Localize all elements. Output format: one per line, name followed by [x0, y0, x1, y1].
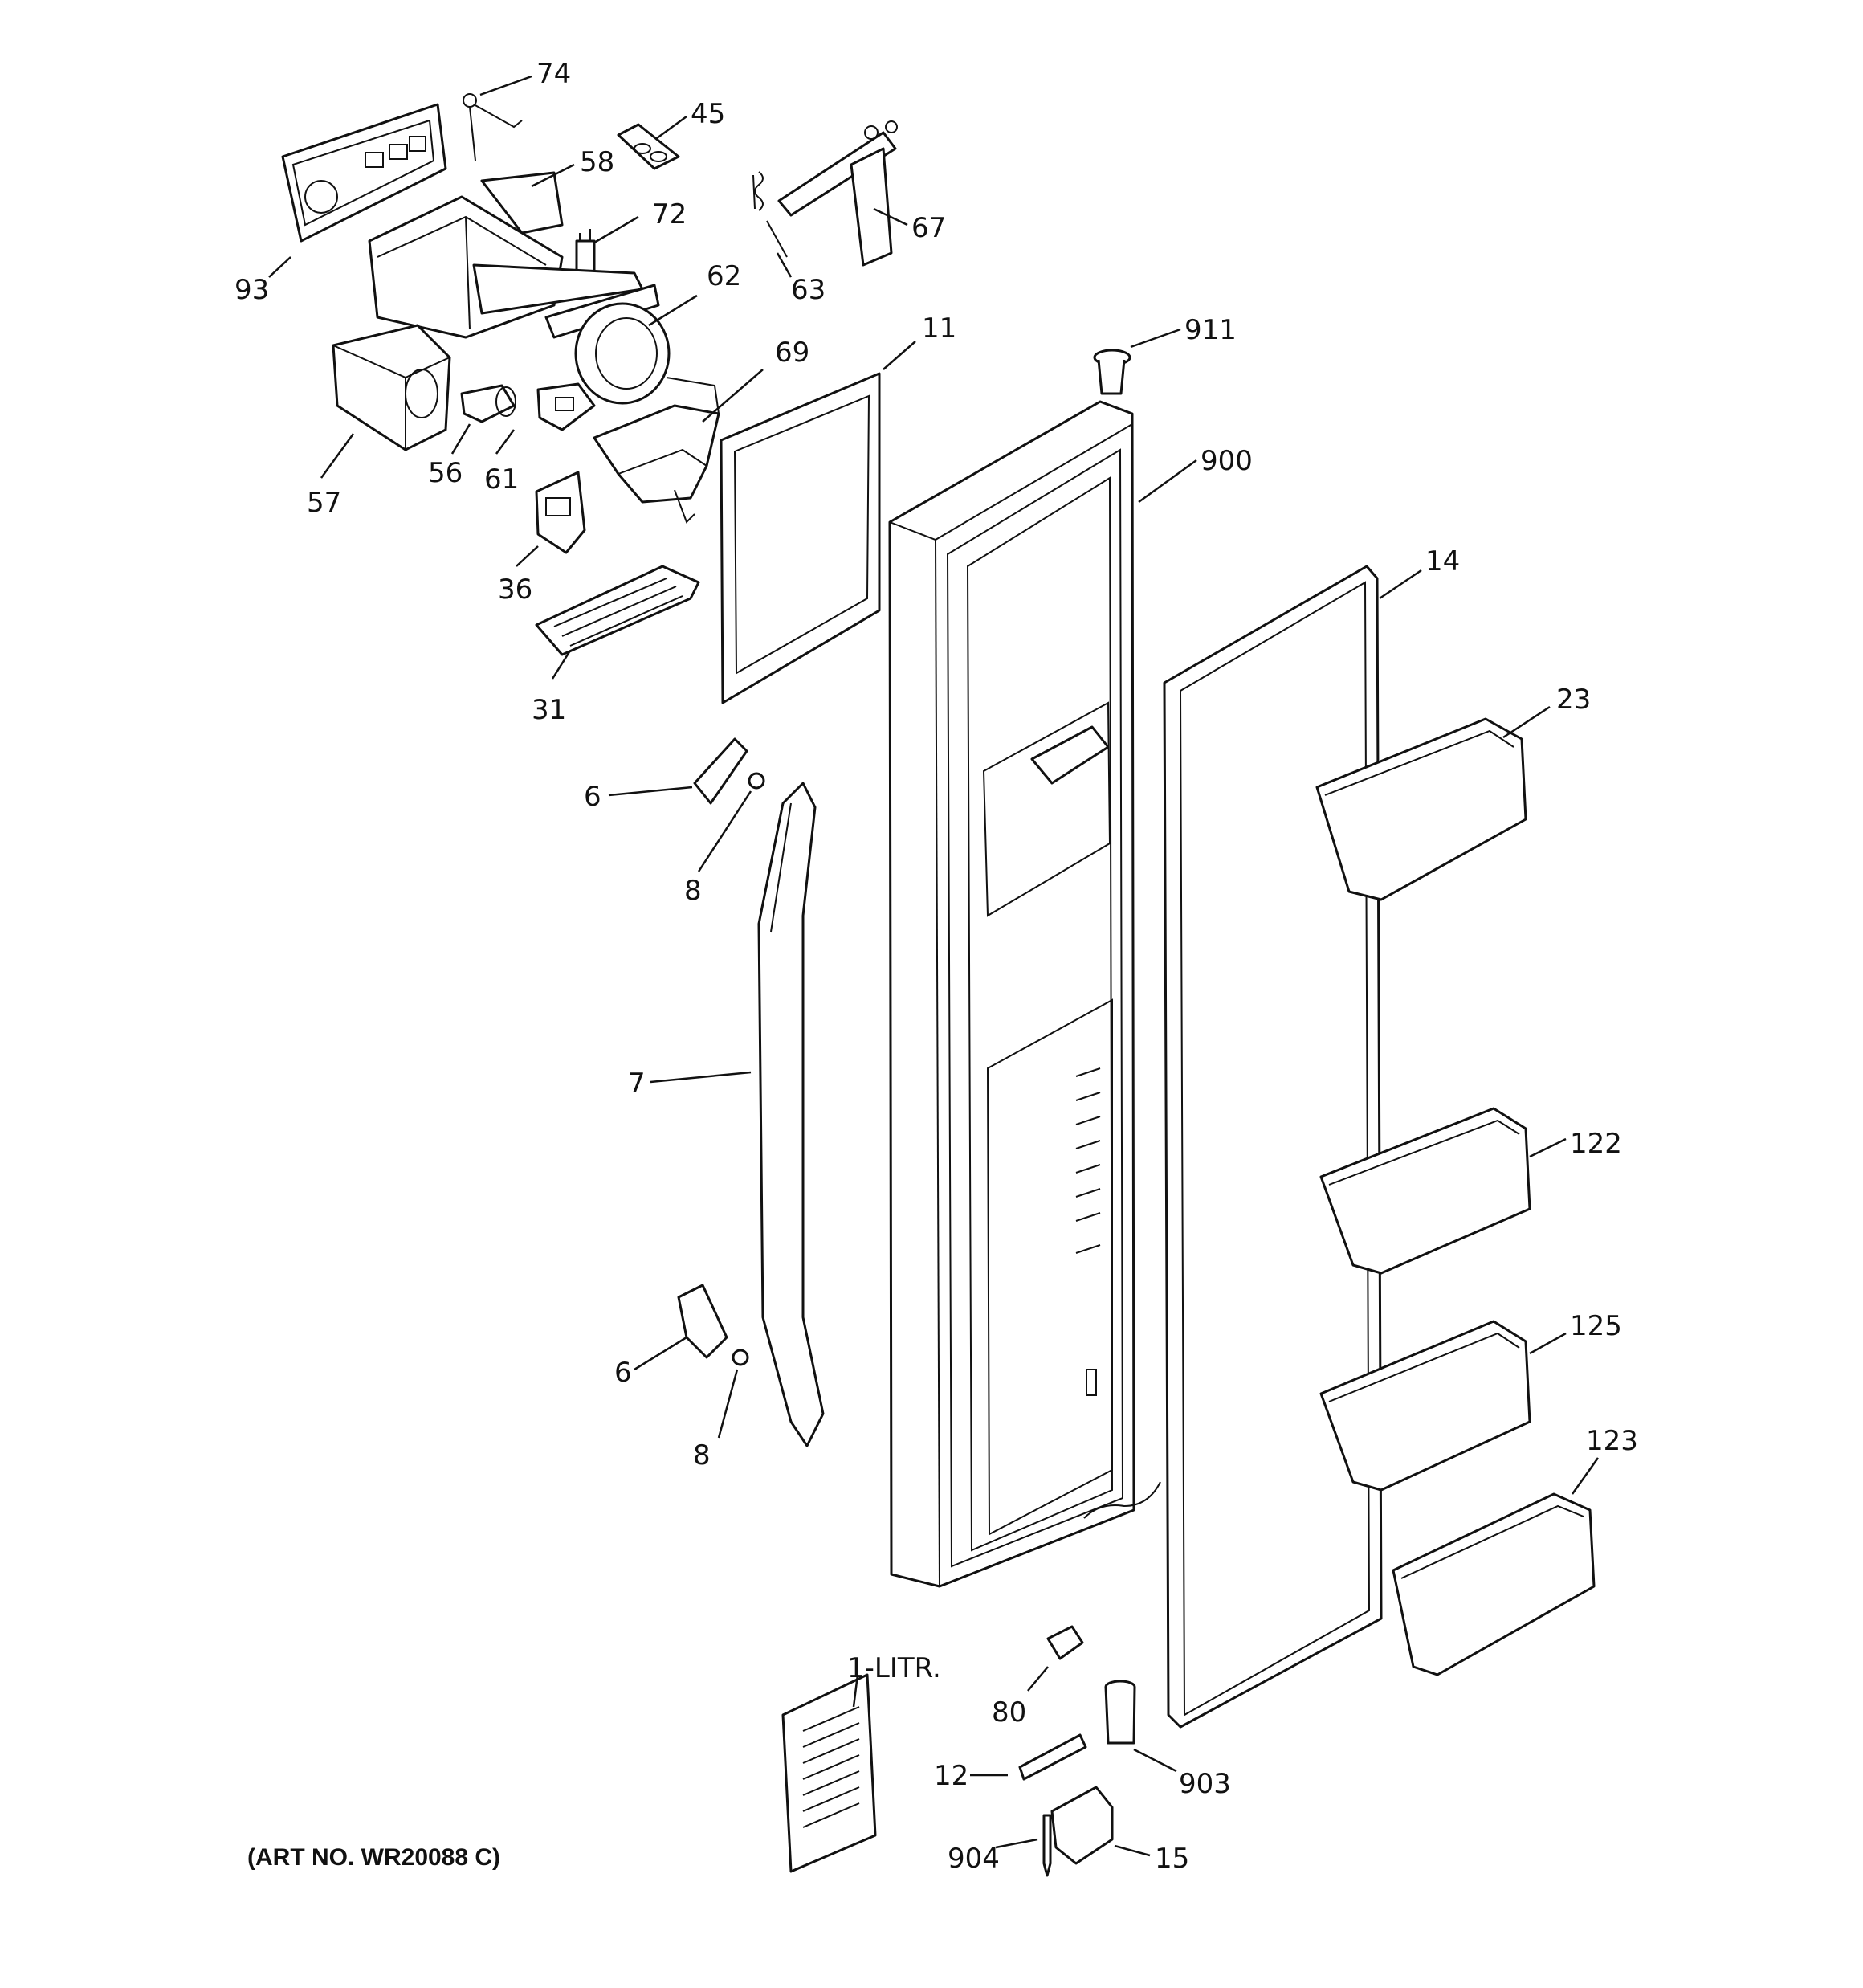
part-911-bushing: [1093, 349, 1131, 395]
label-58: 58: [580, 146, 614, 178]
label-23: 23: [1556, 684, 1591, 716]
label-123: 123: [1586, 1425, 1638, 1457]
label-63: 63: [791, 274, 826, 306]
label-8-upper: 8: [684, 875, 702, 907]
part-58-bracket: [480, 171, 564, 235]
label-56: 56: [428, 457, 463, 489]
label-45: 45: [691, 98, 725, 130]
part-900-freezer-door: [888, 400, 1161, 1588]
label-62: 62: [707, 260, 741, 292]
part-7-handle: [757, 782, 825, 1447]
dispenser-housing: [368, 195, 644, 339]
label-903: 903: [1179, 1768, 1231, 1800]
label-15: 15: [1155, 1843, 1189, 1875]
part-903-bushing: [1104, 1680, 1136, 1745]
part-8-screw-upper: [748, 772, 765, 790]
label-14: 14: [1425, 545, 1460, 578]
label-900: 900: [1201, 445, 1253, 477]
part-8-screw-lower: [732, 1349, 749, 1366]
part-74-spring: [463, 93, 523, 161]
part-15-hinge-bottom: [1050, 1786, 1114, 1865]
part-1-litr-manual: [781, 1673, 877, 1873]
label-8-lower: 8: [693, 1439, 711, 1472]
label-72: 72: [652, 198, 687, 231]
label-57: 57: [307, 487, 341, 519]
part-14-gasket: [1163, 565, 1383, 1729]
label-67: 67: [911, 212, 946, 244]
label-69: 69: [775, 337, 809, 369]
label-7: 7: [628, 1067, 646, 1100]
part-36-actuator: [535, 471, 586, 554]
part-904-screw: [1042, 1814, 1052, 1877]
label-6-lower: 6: [614, 1357, 632, 1389]
part-6-end-cap-upper: [693, 737, 748, 805]
label-12: 12: [934, 1760, 968, 1792]
art-number: (ART NO. WR20088 C): [247, 1844, 500, 1871]
part-125-bin: [1319, 1320, 1531, 1492]
part-61-nut: [536, 382, 596, 431]
part-57-motor: [332, 324, 451, 451]
label-11: 11: [922, 312, 956, 345]
part-23-bin: [1315, 717, 1527, 901]
label-122: 122: [1570, 1128, 1622, 1160]
part-12-bracket: [1018, 1733, 1087, 1781]
part-123-bin: [1392, 1492, 1596, 1676]
part-122-bin: [1319, 1107, 1531, 1275]
label-1-litr: 1-LITR.: [847, 1652, 941, 1684]
label-61: 61: [484, 463, 519, 496]
part-62-ring: [544, 284, 671, 405]
leader-lines: [268, 75, 1600, 1857]
part-93-control-panel: [281, 103, 447, 243]
label-36: 36: [498, 574, 532, 606]
part-11-recess-frame: [720, 372, 881, 704]
label-911: 911: [1184, 314, 1237, 346]
part-6-end-cap-lower: [677, 1284, 728, 1359]
part-80-plug: [1046, 1625, 1084, 1660]
label-125: 125: [1570, 1310, 1622, 1342]
part-67-hinge: [777, 120, 898, 267]
label-80: 80: [992, 1696, 1026, 1729]
part-31-grille: [535, 565, 700, 656]
label-31: 31: [532, 694, 566, 726]
part-63-spring: [752, 171, 788, 258]
label-6-upper: 6: [584, 781, 601, 813]
part-45-plate: [617, 123, 680, 170]
part-56-coupler: [460, 384, 516, 423]
label-93: 93: [234, 274, 269, 306]
label-74: 74: [536, 58, 571, 90]
label-904: 904: [948, 1843, 1000, 1875]
part-labels: 74 45 58 72 67 63 93 62 69 11 911 57 56 …: [234, 58, 1638, 1875]
part-69-chute: [593, 377, 720, 524]
